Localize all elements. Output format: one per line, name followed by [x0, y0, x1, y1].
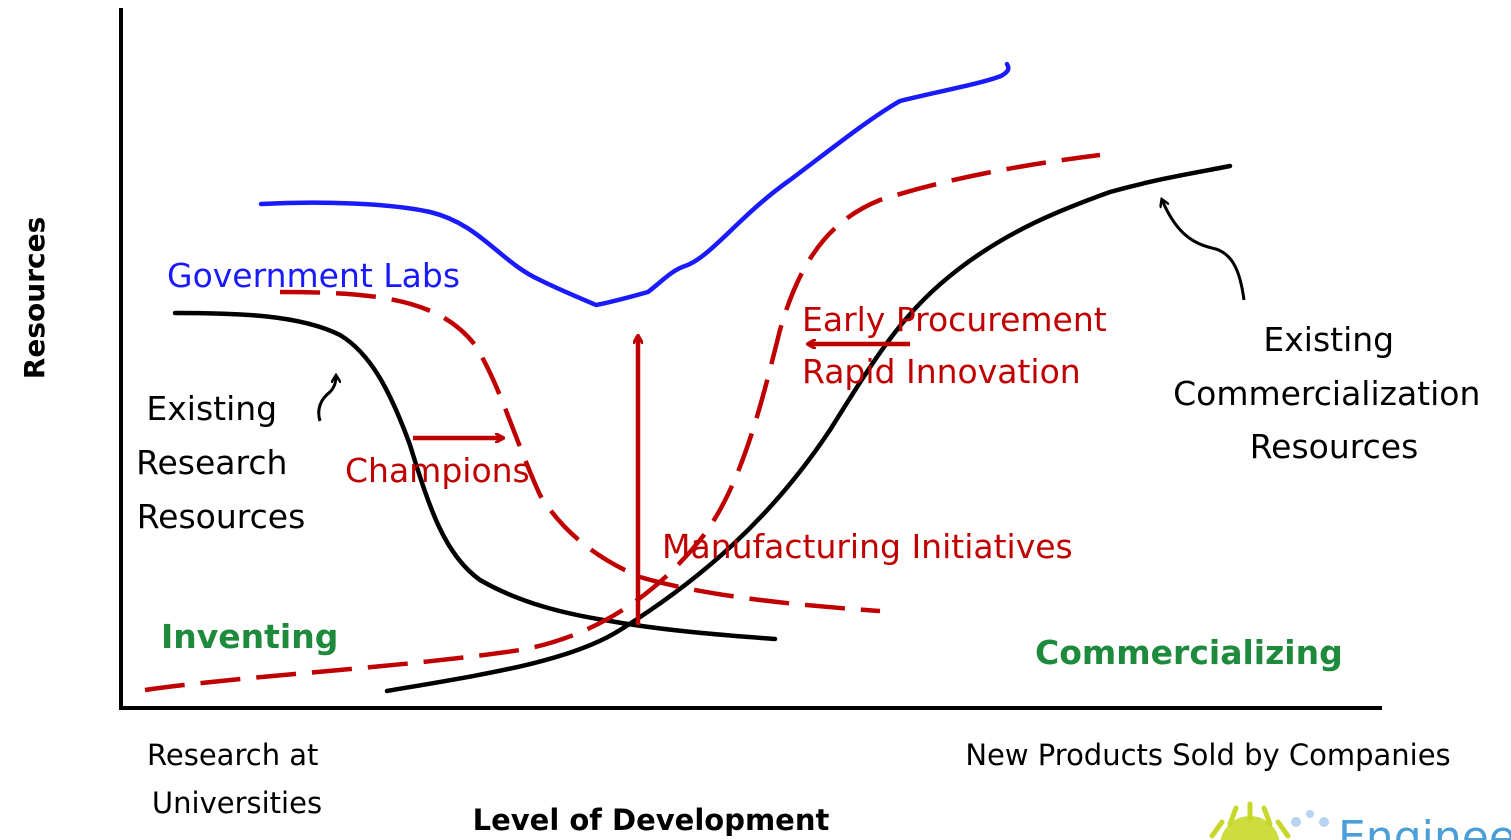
inventing-label: Inventing: [161, 617, 338, 656]
early-procurement-line-1: Early Procurement: [802, 300, 1107, 339]
government-labs-label: Government Labs: [167, 256, 460, 295]
x-axis-label: Level of Development: [473, 803, 830, 837]
existing-research-line-1: Existing: [146, 389, 277, 428]
champions-curve: [279, 289, 881, 614]
x-start-line-1: Research at: [147, 738, 318, 772]
early-procurement-line-2: Rapid Innovation: [802, 352, 1081, 391]
existing-research-line-2: Research: [136, 443, 287, 482]
existing-research-line-3: Resources: [137, 497, 306, 536]
existing-commercialization-line-1: Existing: [1263, 320, 1394, 359]
commercializing-label: Commercializing: [1035, 633, 1343, 672]
logo-text: Engineers: [1338, 812, 1511, 840]
y-axis-label: Resources: [18, 217, 51, 379]
early-procurement-curve: [144, 152, 1101, 693]
manufacturing-label: Manufacturing Initiatives: [662, 527, 1073, 566]
existing-research-label: Existing Research Resources: [136, 389, 305, 536]
existing-commercialization-label: Existing Commercialization Resources: [1173, 320, 1491, 466]
government-labs-curve: [258, 61, 1011, 308]
sun-people-logo-icon: [1209, 801, 1329, 840]
x-end-label: New Products Sold by Companies: [965, 738, 1450, 772]
early-procurement-label: Early Procurement Rapid Innovation: [802, 300, 1117, 391]
commercialization-pointer-arrow: [1162, 200, 1246, 301]
existing-commercialization-line-2: Commercialization: [1173, 374, 1480, 413]
research-pointer-arrow: [317, 376, 336, 422]
x-start-line-2: Universities: [152, 786, 322, 820]
existing-commercialization-line-3: Resources: [1250, 427, 1419, 466]
existing-commercialization-curve: [384, 163, 1233, 694]
x-start-label: Research at Universities: [147, 734, 329, 820]
champions-label: Champions: [345, 451, 530, 490]
